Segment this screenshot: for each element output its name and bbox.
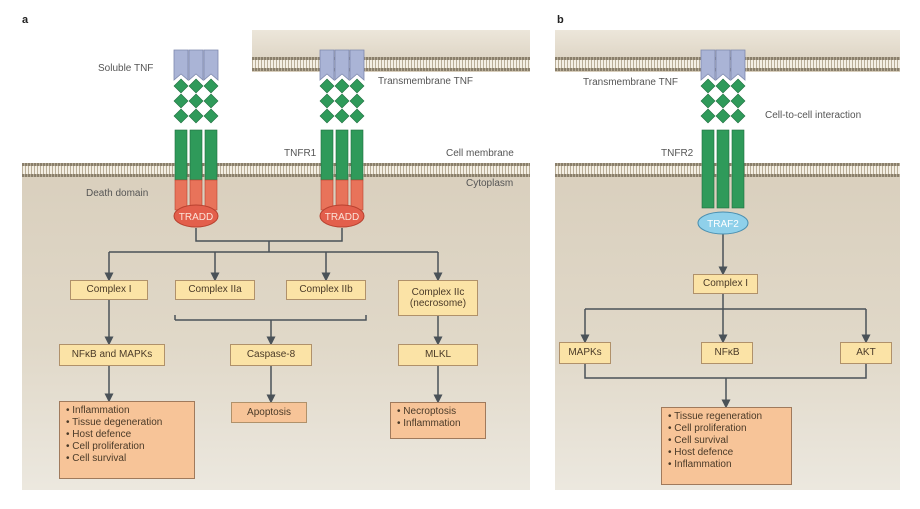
- panel-b-letter: b: [557, 14, 564, 26]
- tnfr2-tnf-subunit: [700, 49, 716, 81]
- tnfr1-transmembrane-crd-domain: [349, 78, 365, 94]
- box-caspase-8: Caspase-8: [230, 344, 312, 366]
- traf2: [697, 211, 749, 235]
- box-mapks: MAPKs: [559, 342, 611, 364]
- traf2-label: TRAF2: [707, 219, 739, 230]
- label-transmembrane-tnf-a: Transmembrane TNF: [378, 76, 474, 87]
- tnfr2-transmembrane-domain: [716, 129, 730, 209]
- label-cytoplasm: Cytoplasm: [466, 178, 514, 189]
- tnfr2-crd-domain: [700, 93, 716, 109]
- tradd-left: [173, 204, 219, 228]
- outcome-item: Host defence: [66, 429, 188, 441]
- box-outcomes-necrosome: Necroptosis Inflammation: [390, 402, 486, 439]
- tradd-left-label: TRADD: [179, 212, 213, 223]
- label-death-domain: Death domain: [86, 188, 149, 199]
- box-apoptosis: Apoptosis: [231, 402, 307, 423]
- complex-ii-merge-bar: [175, 315, 367, 321]
- tnfr1-transmembrane-crd-domain: [349, 108, 365, 124]
- tnfr1-soluble-crd-domain: [203, 78, 219, 94]
- outcome-item: Inflammation: [668, 459, 785, 471]
- tnfr2-crd-domain: [730, 78, 746, 94]
- tnfr1-soluble-crd-domain: [173, 78, 189, 94]
- box-complex-i-a: Complex I: [70, 280, 148, 300]
- tnfr2-tnf-subunit: [715, 49, 731, 81]
- outcome-item: Inflammation: [397, 418, 479, 430]
- tnfr2-crd-domain: [715, 93, 731, 109]
- box-outcomes-complex-i: Inflammation Tissue degeneration Host de…: [59, 401, 195, 479]
- box-complex-iia: Complex IIa: [175, 280, 255, 300]
- tnfr1-soluble-tnf-subunit: [203, 49, 219, 81]
- box-complex-iib: Complex IIb: [286, 280, 366, 300]
- outcome-item: Necroptosis: [397, 406, 479, 418]
- box-akt: AKT: [840, 342, 892, 364]
- tnfr1-transmembrane-crd-domain: [349, 93, 365, 109]
- tnfr1-transmembrane-tnf-subunit: [334, 49, 350, 81]
- outcome-item: Cell proliferation: [668, 423, 785, 435]
- tnfr1-transmembrane-crd-domain: [319, 93, 335, 109]
- tnfr1-soluble-crd-domain: [188, 93, 204, 109]
- tnfr1-transmembrane-crd-domain: [319, 108, 335, 124]
- tnfr2-transmembrane-domain: [701, 129, 715, 209]
- tnfr1-transmembrane-tnf-subunit: [319, 49, 335, 81]
- tnfr1-transmembrane-crd-domain: [334, 78, 350, 94]
- tnfr2-crd-domain: [730, 93, 746, 109]
- label-cell-to-cell: Cell-to-cell interaction: [765, 110, 862, 121]
- tnfr1-transmembrane-crd-domain: [334, 93, 350, 109]
- tradd-right: [319, 204, 365, 228]
- tnfr2-transmembrane-domain: [731, 129, 745, 209]
- tnfr1-transmembrane-tnf-subunit: [349, 49, 365, 81]
- outcome-item: Cell survival: [668, 435, 785, 447]
- outcome-item: Tissue regeneration: [668, 411, 785, 423]
- tnfr2-crd-domain: [715, 108, 731, 124]
- panel-a-cell-membrane: [22, 163, 530, 177]
- tnfr2-tnf-subunit: [730, 49, 746, 81]
- outcome-item: Tissue degeneration: [66, 417, 188, 429]
- tnfr1-soluble-crd-domain: [188, 108, 204, 124]
- tnfr1-soluble-crd-domain: [203, 93, 219, 109]
- tnfr1-soluble-crd-domain: [203, 108, 219, 124]
- box-complex-i-b: Complex I: [693, 274, 758, 294]
- box-complex-iic: Complex IIc (necrosome): [398, 280, 478, 316]
- tnfr2-crd-domain: [700, 108, 716, 124]
- outcome-item: Cell proliferation: [66, 441, 188, 453]
- tnfr2-crd-domain: [700, 78, 716, 94]
- label-tnfr1: TNFR1: [284, 148, 317, 159]
- box-nfkb: NFκB: [701, 342, 753, 364]
- label-soluble-tnf: Soluble TNF: [98, 63, 154, 74]
- outcome-item: Cell survival: [66, 453, 188, 465]
- tnfr1-soluble-tnf-subunit: [188, 49, 204, 81]
- panel-a-letter: a: [22, 14, 29, 26]
- tnfr1-soluble-crd-domain: [188, 78, 204, 94]
- label-transmembrane-tnf-b: Transmembrane TNF: [583, 77, 679, 88]
- box-nfkb-mapks: NFκB and MAPKs: [59, 344, 165, 366]
- tnfr1-transmembrane-crd-domain: [334, 108, 350, 124]
- tnfr1-transmembrane-crd-domain: [319, 78, 335, 94]
- tnfr1-soluble-crd-domain: [173, 108, 189, 124]
- tnfr2-crd-domain: [730, 108, 746, 124]
- tnfr1-soluble-tnf-subunit: [173, 49, 189, 81]
- tnfr1-soluble-crd-domain: [173, 93, 189, 109]
- tradd-right-label: TRADD: [325, 212, 359, 223]
- label-cell-membrane: Cell membrane: [446, 148, 514, 159]
- tnfr2-crd-domain: [715, 78, 731, 94]
- outcome-item: Host defence: [668, 447, 785, 459]
- box-outcomes-b: Tissue regeneration Cell proliferation C…: [661, 407, 792, 485]
- label-tnfr2: TNFR2: [661, 148, 694, 159]
- outcome-item: Inflammation: [66, 405, 188, 417]
- box-mlkl: MLKL: [398, 344, 478, 366]
